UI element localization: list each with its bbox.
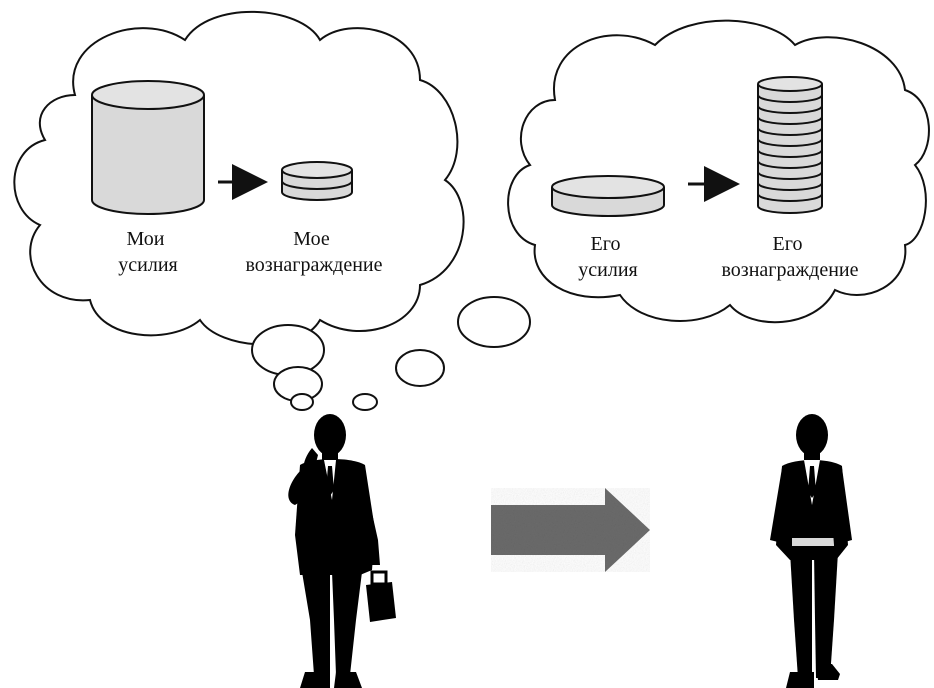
his-effort-label: Его усилия [578, 233, 637, 281]
left-thought-bubbles [251, 324, 325, 411]
businessman-on-phone-silhouette [288, 414, 396, 688]
my-reward-coins [281, 161, 353, 201]
left-cloud-outline [13, 10, 465, 346]
his-effort-disc [551, 175, 665, 217]
right-thought-cloud: Его усилия Его вознаграждение [507, 19, 930, 324]
my-effort-cylinder [91, 80, 205, 215]
my-effort-label: Мои усилия [118, 228, 177, 276]
his-reward-coins [757, 76, 823, 214]
left-thought-cloud: Мои усилия Мое вознаграждение [13, 10, 465, 346]
transition-arrow [491, 488, 650, 572]
my-reward-label: Мое вознаграждение [245, 228, 382, 276]
his-reward-label: Его вознаграждение [721, 233, 858, 281]
businessman-standing-silhouette [770, 414, 852, 688]
right-thought-bubbles [352, 296, 531, 411]
right-cloud-outline [507, 19, 930, 324]
